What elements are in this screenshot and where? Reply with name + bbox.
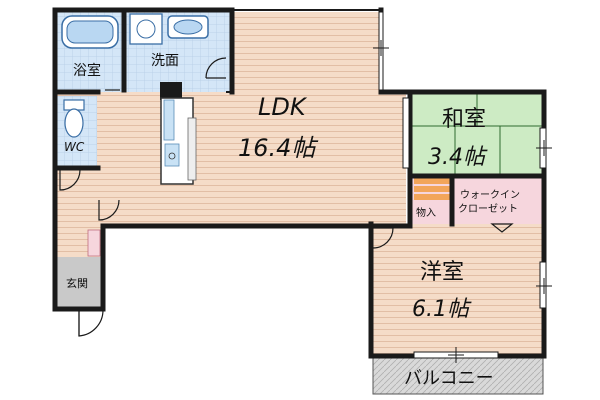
ldk-floor: [100, 92, 406, 224]
walkin-label-line1: ウォークイン: [460, 189, 520, 201]
bath-label: 浴室: [73, 62, 101, 79]
washitsu-name-label: 和室: [442, 107, 486, 132]
yoshitsu-size-label: 6.1帖: [412, 297, 472, 322]
balcony-floor: [372, 357, 544, 395]
entrance-label: 玄関: [66, 276, 88, 290]
washitsu-size-label: 3.4帖: [428, 145, 488, 170]
bathtub-icon: [61, 15, 119, 49]
washbasin-icon: [167, 15, 209, 39]
doors: [59, 57, 514, 337]
ldk-size-label: 16.4帖: [238, 134, 318, 162]
ldk-name-label: LDK: [258, 93, 308, 121]
window-crosses: [373, 40, 552, 363]
walkin-label-line2: クローゼット: [458, 203, 518, 215]
washroom-label: 洗面: [151, 53, 179, 69]
thin-walls: [226, 9, 381, 93]
entrance-floor: [57, 257, 101, 309]
toilet-icon: [63, 99, 85, 138]
ldk-upper-floor: [231, 12, 381, 94]
shoe-cabinet: [87, 229, 101, 257]
balcony-label: バルコニー: [404, 368, 494, 389]
yoshitsu-floor: [373, 224, 543, 354]
storage-label: 物入: [416, 206, 436, 219]
yoshitsu-name-label: 洋室: [420, 260, 464, 285]
stair-steps: [414, 178, 450, 200]
wc-label: WC: [64, 140, 85, 154]
kitchen-counter: [160, 97, 197, 185]
pillar: [160, 82, 182, 100]
walkin-floor: [454, 176, 542, 224]
tatami-lines: [412, 92, 542, 176]
washing-machine-icon: [129, 13, 163, 45]
